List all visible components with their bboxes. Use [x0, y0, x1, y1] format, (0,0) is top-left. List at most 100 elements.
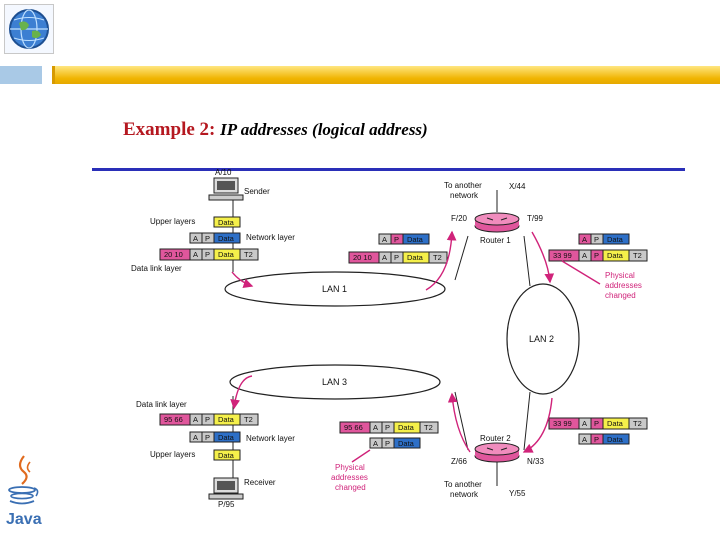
- sender-network-packet: A P Data: [189, 232, 241, 244]
- flow-arrows: [230, 230, 601, 463]
- router2-another-net-line2: network: [450, 490, 479, 499]
- svg-text:Data: Data: [607, 235, 624, 244]
- lan2-ellipse: [506, 283, 580, 395]
- svg-text:A: A: [582, 235, 587, 244]
- svg-text:A: A: [193, 250, 198, 259]
- sender-computer-icon: [208, 177, 244, 201]
- svg-text:A: A: [373, 439, 378, 448]
- svg-text:T2: T2: [433, 253, 442, 262]
- svg-text:A: A: [373, 423, 378, 432]
- router1-in-link-frame: 20 10 A P Data T2: [348, 251, 448, 264]
- svg-text:Data: Data: [407, 235, 424, 244]
- svg-text:Data: Data: [407, 253, 424, 262]
- sender-data-link-label: Data link layer: [131, 264, 182, 273]
- svg-text:95 66: 95 66: [164, 415, 183, 424]
- header-accent-bar: [52, 66, 720, 84]
- lan1-label: LAN 1: [322, 284, 347, 294]
- svg-text:Data: Data: [218, 415, 235, 424]
- svg-text:Data: Data: [218, 250, 235, 259]
- svg-text:A: A: [582, 419, 587, 428]
- svg-text:33 99: 33 99: [553, 251, 572, 260]
- svg-text:Data: Data: [607, 419, 624, 428]
- router1-label: Router 1: [480, 236, 511, 245]
- router2-port-right: N/33: [527, 457, 544, 466]
- sender-upper-layers-label: Upper layers: [150, 217, 195, 226]
- router1-port-top: X/44: [509, 182, 526, 191]
- receiver-network-packet: A P Data: [189, 431, 241, 443]
- router1-note-line2: addresses: [605, 281, 642, 290]
- title-underline: [92, 168, 685, 171]
- svg-text:A: A: [193, 433, 198, 442]
- svg-text:T2: T2: [424, 423, 433, 432]
- svg-text:P: P: [205, 234, 210, 243]
- router1-in-network-packet: A P Data: [378, 233, 430, 245]
- receiver-computer-icon: [208, 477, 244, 500]
- sender-link-frame: 20 10 A P Data T2: [159, 248, 259, 261]
- svg-text:Data: Data: [398, 423, 415, 432]
- slide-title: Example 2: IP addresses (logical address…: [123, 119, 428, 141]
- svg-text:P: P: [205, 250, 210, 259]
- sender-label: Sender: [244, 187, 270, 196]
- title-subtitle: IP addresses (logical address): [220, 120, 428, 139]
- lan1-ellipse: [224, 271, 446, 307]
- svg-text:T2: T2: [633, 419, 642, 428]
- router1-out-link-frame: 33 99 A P Data T2: [548, 249, 648, 262]
- svg-text:P: P: [385, 423, 390, 432]
- router2-out-link-frame: 95 66 A P Data T2: [339, 421, 439, 434]
- svg-text:P: P: [205, 415, 210, 424]
- sender-network-layer-label: Network layer: [246, 233, 295, 242]
- svg-text:20 10: 20 10: [353, 253, 372, 262]
- svg-text:Data: Data: [398, 439, 415, 448]
- svg-text:A: A: [582, 251, 587, 260]
- svg-text:Data: Data: [607, 251, 624, 260]
- router1-another-net-line2: network: [450, 191, 479, 200]
- svg-text:P: P: [594, 235, 599, 244]
- svg-text:A: A: [193, 415, 198, 424]
- receiver-link-frame: 95 66 A P Data T2: [159, 413, 259, 426]
- lan3-label: LAN 3: [322, 377, 347, 387]
- svg-text:Data: Data: [607, 435, 624, 444]
- title-lead: Example 2:: [123, 119, 216, 140]
- svg-text:T2: T2: [633, 251, 642, 260]
- router2-port-left: Z/66: [451, 457, 468, 466]
- router1-note-line3: changed: [605, 291, 636, 300]
- svg-text:Data: Data: [218, 234, 235, 243]
- receiver-label: Receiver: [244, 478, 276, 487]
- router2-in-network-packet: A P Data: [578, 433, 630, 445]
- java-logo-icon: Java: [4, 452, 44, 528]
- router2-port-bottom: Y/55: [509, 489, 526, 498]
- router2-in-link-frame: 33 99 A P Data T2: [548, 417, 648, 430]
- router1-out-network-packet: A P Data: [578, 233, 630, 245]
- svg-text:Data: Data: [218, 451, 235, 460]
- router2-note-line2: addresses: [331, 473, 368, 482]
- lan3-ellipse: [229, 364, 441, 400]
- router2-label: Router 2: [480, 434, 511, 443]
- router2-out-network-packet: A P Data: [369, 437, 421, 449]
- router1-note-line1: Physical: [605, 271, 635, 280]
- router2-note-line3: changed: [335, 483, 366, 492]
- svg-text:P: P: [394, 235, 399, 244]
- globe-logo-icon: [4, 4, 54, 54]
- lan2-label: LAN 2: [529, 334, 554, 344]
- router1-port-left: F/20: [451, 214, 468, 223]
- router2-icon: [474, 442, 520, 463]
- router2-another-net-line1: To another: [444, 480, 482, 489]
- receiver-network-layer-label: Network layer: [246, 434, 295, 443]
- router2-note-line1: Physical: [335, 463, 365, 472]
- svg-text:P: P: [394, 253, 399, 262]
- receiver-upper-layers-label: Upper layers: [150, 450, 195, 459]
- svg-text:A: A: [582, 435, 587, 444]
- router1-another-net-line1: To another: [444, 181, 482, 190]
- receiver-data-link-label: Data link layer: [136, 400, 187, 409]
- svg-text:T2: T2: [244, 250, 253, 259]
- sender-upper-packet: Data: [213, 216, 241, 228]
- receiver-upper-packet: Data: [213, 449, 241, 461]
- svg-text:P: P: [594, 419, 599, 428]
- svg-text:Data: Data: [218, 218, 235, 227]
- svg-text:P: P: [385, 439, 390, 448]
- router1-port-right: T/99: [527, 214, 544, 223]
- svg-text:A: A: [193, 234, 198, 243]
- svg-text:P: P: [594, 435, 599, 444]
- svg-text:Data: Data: [218, 433, 235, 442]
